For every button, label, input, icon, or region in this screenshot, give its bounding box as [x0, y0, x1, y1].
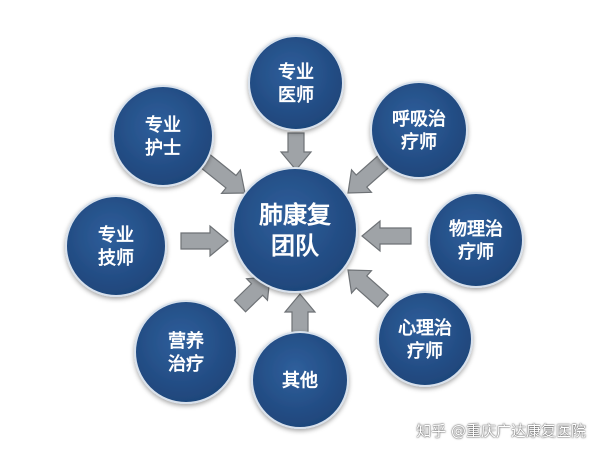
- center-node-label: 团队: [271, 232, 320, 260]
- watermark-text: 知乎 @重庆广达康复医院: [416, 422, 586, 440]
- node-nutrition-therapy-label: 治疗: [168, 353, 204, 375]
- center-node-label: 肺康复: [259, 201, 332, 229]
- arrow-shape: [361, 219, 412, 253]
- arrow-shape: [180, 224, 229, 258]
- node-physical-therapist-label: 疗师: [458, 241, 494, 263]
- node-psychotherapist-label: 疗师: [407, 340, 443, 362]
- node-nutrition-therapy-circle: [134, 300, 238, 404]
- arrow-shape: [347, 269, 390, 308]
- node-respiratory-therapist-label: 疗师: [401, 131, 437, 153]
- node-other-circle: [251, 331, 349, 429]
- node-specialist-doctor-circle: [248, 35, 344, 131]
- node-respiratory-therapist-circle: [370, 81, 468, 179]
- node-specialist-doctor-label: 专业: [278, 61, 314, 83]
- node-psychotherapist-label: 心理治: [398, 317, 452, 339]
- node-specialist-technician-label: 专业: [98, 224, 134, 246]
- arrows-layer: [180, 132, 412, 333]
- node-physical-therapist-label: 物理治: [449, 218, 503, 240]
- arrow-shape: [283, 293, 317, 333]
- node-psychotherapist-circle: [377, 291, 473, 387]
- center-node-circle: [232, 167, 358, 293]
- node-respiratory-therapist-label: 呼吸治: [392, 108, 446, 130]
- node-specialist-technician-label: 技师: [98, 247, 134, 269]
- arrow-shape: [198, 152, 246, 195]
- arrow-shape: [347, 155, 390, 194]
- node-specialist-nurse-circle: [112, 85, 214, 187]
- arrow-shape: [233, 276, 271, 313]
- node-specialist-technician-circle: [65, 195, 167, 297]
- node-specialist-nurse-label: 护士: [145, 137, 181, 159]
- arrow-shape: [279, 132, 313, 171]
- node-specialist-doctor-label: 医师: [278, 84, 314, 106]
- node-other: 其他: [251, 331, 349, 429]
- node-physical-therapist-circle: [428, 192, 524, 288]
- node-nutrition-therapy-label: 营养: [168, 330, 205, 352]
- node-specialist-nurse-label: 专业: [145, 114, 181, 136]
- node-other-label: 其他: [282, 369, 318, 391]
